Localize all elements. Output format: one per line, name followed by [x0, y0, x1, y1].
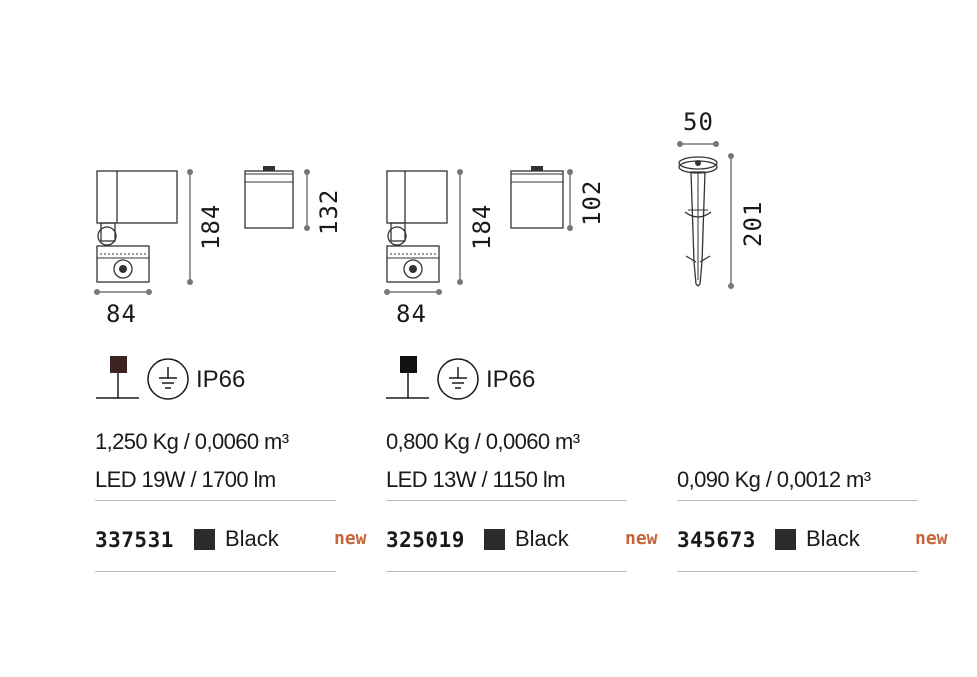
- p1-width-dim: 84: [106, 300, 137, 328]
- earth-icon-2: [437, 358, 479, 400]
- installation-icon-1: [96, 356, 139, 399]
- p2-color: Black: [515, 526, 569, 551]
- p3-new-badge: new: [915, 528, 948, 549]
- color-swatch: [775, 529, 796, 550]
- p1-new-badge: new: [334, 528, 367, 549]
- divider: [386, 571, 627, 572]
- divider: [677, 571, 918, 572]
- p1-head-height-dim: 132: [315, 188, 343, 235]
- p1-weight-volume: 1,250 Kg / 0,0060 m³: [95, 429, 289, 454]
- p2-power: LED 13W / 1150 lm: [386, 467, 566, 492]
- p2-height-dim: 184: [468, 203, 496, 250]
- p2-weight-volume: 0,800 Kg / 0,0060 m³: [386, 429, 580, 454]
- p1-color: Black: [225, 526, 279, 551]
- color-swatch: [484, 529, 505, 550]
- p2-new-badge: new: [625, 528, 658, 549]
- p1-ip-rating: IP66: [196, 366, 246, 393]
- p2-ip-rating: IP66: [486, 366, 536, 393]
- earth-icon-1: [147, 358, 189, 400]
- divider: [677, 500, 918, 501]
- p3-weight-volume: 0,090 Kg / 0,0012 m³: [677, 467, 871, 492]
- p1-code: 337531: [95, 528, 174, 552]
- p3-color: Black: [806, 526, 860, 551]
- color-swatch: [194, 529, 215, 550]
- p3-height-dim: 201: [739, 200, 767, 247]
- p1-height-dim: 184: [197, 203, 225, 250]
- p1-power: LED 19W / 1700 lm: [95, 467, 276, 492]
- divider: [95, 571, 336, 572]
- p2-code: 325019: [386, 528, 465, 552]
- p3-code: 345673: [677, 528, 756, 552]
- p2-width-dim: 84: [396, 300, 427, 328]
- installation-icon-2: [386, 356, 429, 399]
- divider: [95, 500, 336, 501]
- p2-head-height-dim: 102: [578, 179, 606, 226]
- divider: [386, 500, 627, 501]
- p3-width-dim: 50: [683, 108, 714, 136]
